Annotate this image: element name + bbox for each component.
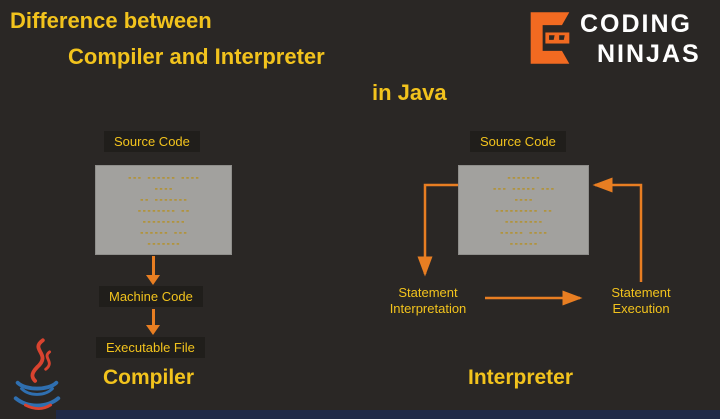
code-line: -- ------- bbox=[139, 194, 188, 204]
title-line-3: in Java bbox=[372, 80, 447, 105]
brand-name-line-1: CODING bbox=[580, 10, 692, 38]
arrow-machine-to-executable-line bbox=[152, 309, 155, 327]
interpreter-source-code-box: ------- --- ----- --- ---- --------- -- … bbox=[458, 165, 589, 255]
code-line: ------ bbox=[509, 238, 538, 248]
compiler-source-code-box: --- ------ ---- ---- -- ------- --------… bbox=[95, 165, 232, 255]
coding-ninjas-logo-icon bbox=[530, 12, 570, 64]
brand-name-line-2: NINJAS bbox=[597, 40, 701, 68]
statement-interpretation-label: Statement Interpretation bbox=[375, 285, 481, 317]
code-line: --------- -- bbox=[494, 205, 553, 215]
arrow-machine-to-executable-head-icon bbox=[146, 325, 160, 335]
code-line: ---- bbox=[153, 183, 174, 193]
arrow-execution-to-source bbox=[592, 177, 643, 282]
compiler-source-code-label: Source Code bbox=[104, 131, 200, 152]
interpreter-loop-arrows bbox=[417, 177, 643, 306]
interpreter-caption: Interpreter bbox=[468, 366, 574, 389]
interpreter-source-code-label: Source Code bbox=[470, 131, 566, 152]
code-line: ---- bbox=[513, 194, 534, 204]
code-line: --- ----- --- bbox=[492, 183, 555, 193]
java-logo-icon bbox=[13, 338, 61, 411]
code-line: -------- -- bbox=[137, 205, 190, 215]
code-line: ------- bbox=[506, 172, 541, 182]
machine-code-label: Machine Code bbox=[99, 286, 203, 307]
code-line: --------- bbox=[141, 216, 186, 226]
statement-execution-label: Statement Execution bbox=[591, 285, 691, 317]
code-line: -------- bbox=[504, 216, 543, 226]
arrow-source-to-machine-line bbox=[152, 256, 155, 277]
arrow-source-to-interpretation bbox=[417, 183, 458, 277]
arrow-source-to-machine-head-icon bbox=[146, 275, 160, 285]
statement-interpretation-line-2: Interpretation bbox=[389, 301, 467, 316]
bottom-decor-bar bbox=[56, 410, 720, 419]
code-line: ------- bbox=[146, 238, 181, 248]
executable-file-label: Executable File bbox=[96, 337, 205, 358]
statement-execution-line-1: Statement bbox=[611, 285, 671, 300]
title-line-2: Compiler and Interpreter bbox=[68, 44, 325, 69]
code-line: --- ------ ---- bbox=[127, 172, 200, 182]
title-line-1: Difference between bbox=[10, 8, 212, 33]
statement-interpretation-line-1: Statement bbox=[398, 285, 458, 300]
statement-execution-line-2: Execution bbox=[612, 301, 670, 316]
compiler-caption: Compiler bbox=[103, 366, 195, 389]
code-line: ------ --- bbox=[139, 227, 188, 237]
code-line: ----- ---- bbox=[499, 227, 548, 237]
